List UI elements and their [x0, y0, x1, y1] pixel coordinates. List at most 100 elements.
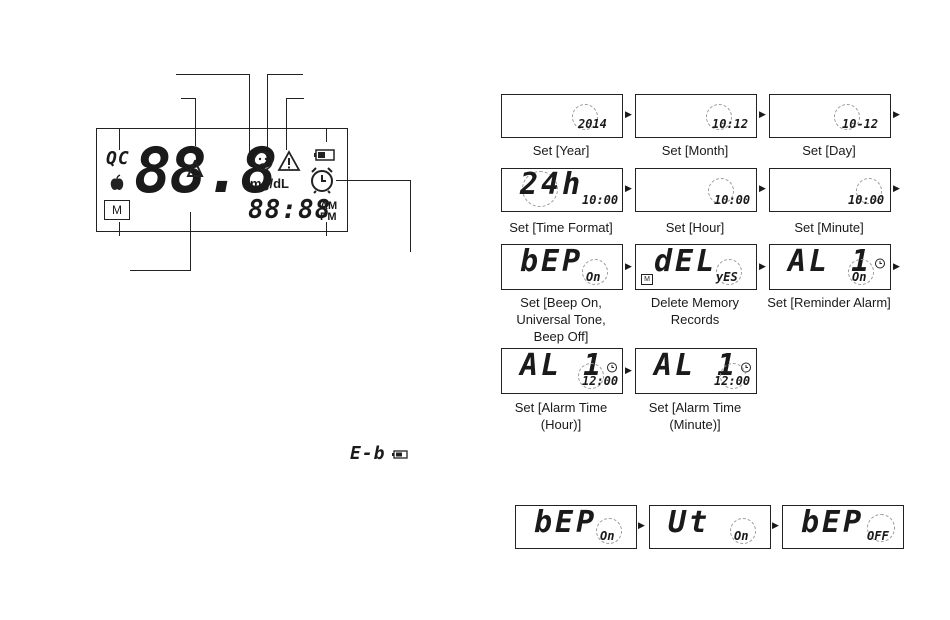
step-sub-text: 12:00 [714, 374, 751, 388]
apple-icon [110, 174, 124, 190]
leader-line [286, 98, 304, 99]
flash-indicator [706, 104, 732, 130]
leader-line [130, 270, 190, 271]
step-display: 24h 10:00 [501, 167, 623, 212]
alarm-clock-icon [875, 258, 885, 269]
step-caption: Set [Reminder Alarm] [767, 295, 891, 310]
arrow-right-icon: ▶ [772, 520, 779, 530]
leader-line [286, 98, 287, 150]
leader-line [326, 128, 327, 142]
step-sub-text: 2014 [578, 117, 607, 131]
alarm-clock-icon [311, 167, 333, 194]
leader-line [410, 180, 411, 252]
step-caption: Set [Alarm Time (Minute)] [630, 399, 760, 433]
step-caption: Set [Hour] [665, 220, 725, 235]
time-digits: 88:88 [248, 195, 332, 225]
step-caption: Set [Day] [802, 143, 856, 158]
arrow-right-icon: ▶ [625, 109, 632, 119]
alarm-clock-icon [607, 362, 617, 373]
step-sub-text: 10:00 [582, 193, 619, 207]
step-display: AL 1 12:00 [635, 348, 757, 394]
leader-line [267, 74, 303, 75]
step-display: dEL M yES [635, 244, 757, 290]
arrow-right-icon: ▶ [759, 261, 766, 271]
arrow-right-icon: ▶ [893, 183, 900, 193]
step-sub-text: 10:12 [712, 117, 749, 131]
step-sub-text: On [852, 270, 867, 284]
step-caption: Delete Memory Records [635, 294, 755, 328]
leader-line [119, 128, 120, 150]
step-caption: Set [Year] [532, 143, 590, 158]
step-caption: Set [Minute] [794, 220, 864, 235]
unit-label: mg/dL [250, 176, 289, 191]
leader-line [195, 98, 196, 146]
caption-line: (Minute)] [669, 417, 721, 432]
beep-display: Ut On [649, 505, 771, 549]
step-display: bEP On [501, 244, 623, 290]
step-caption: Set [Time Format] [509, 220, 613, 235]
step-display: AL 1 On [769, 244, 891, 290]
memory-label: M [112, 203, 122, 217]
beep-main-text: bEP [534, 505, 598, 540]
am-label: AM [320, 200, 338, 212]
pm-label: PM [320, 211, 337, 223]
flash-indicator [848, 259, 874, 285]
caption-line: Delete Memory [650, 295, 740, 310]
leader-line [176, 74, 250, 75]
arrow-right-icon: ▶ [759, 183, 766, 193]
caption-line: (Hour)] [540, 417, 582, 432]
battery-icon [392, 450, 408, 459]
glucose-digits: 88.8 [134, 134, 277, 207]
step-sub-text: On [586, 270, 601, 284]
qc-indicator: QC [106, 148, 130, 169]
caption-line: Set [Alarm Time [514, 400, 608, 415]
beep-display: bEP On [515, 505, 637, 549]
flash-indicator [856, 178, 882, 204]
step-display: 10-12 [769, 94, 891, 138]
caption-line: Set [Alarm Time [648, 400, 742, 415]
flash-indicator [720, 363, 746, 389]
step-sub-text: yES [716, 270, 738, 284]
arrow-right-icon: ▶ [638, 520, 645, 530]
flash-indicator [572, 104, 598, 130]
caption-line: Set [Beep On, [520, 295, 602, 310]
memory-icon: M [641, 274, 653, 285]
arrow-right-icon: ▶ [625, 183, 632, 193]
step-sub-text: 12:00 [582, 374, 619, 388]
battery-icon [314, 149, 335, 161]
flash-indicator [867, 514, 895, 542]
flash-indicator [716, 259, 742, 285]
flash-indicator [578, 363, 604, 389]
step-sub-text: 10:00 [848, 193, 885, 207]
flash-indicator [834, 104, 860, 130]
step-display: AL 1 12:00 [501, 348, 623, 394]
step-main-text: bEP [520, 244, 584, 279]
step-sub-text: 10:00 [714, 193, 751, 207]
arrow-right-icon: ▶ [625, 261, 632, 271]
step-caption: Set [Alarm Time (Hour)] [496, 399, 626, 433]
flash-indicator [708, 178, 734, 204]
arrow-right-icon: ▶ [893, 261, 900, 271]
flash-indicator [596, 518, 622, 544]
leader-line [267, 74, 268, 148]
flash-indicator [582, 259, 608, 285]
drop-icon [186, 160, 204, 177]
leader-line [336, 180, 410, 181]
memory-icon: M [104, 200, 130, 220]
arrow-right-icon: ▶ [625, 365, 632, 375]
step-display: 10:12 [635, 94, 757, 138]
beep-sub-text: On [600, 529, 615, 543]
caption-line: Records [670, 312, 720, 327]
flash-indicator [730, 518, 756, 544]
lcd-frame [96, 128, 348, 232]
step-display: 10:00 [769, 168, 891, 212]
step-caption: Set [Beep On, Universal Tone, Beep Off] [496, 294, 626, 345]
beep-sub-text: OFF [867, 529, 889, 543]
leader-line [119, 222, 120, 236]
arrow-right-icon: ▶ [893, 109, 900, 119]
memory-label: M [644, 276, 650, 283]
flash-indicator [522, 171, 558, 207]
step-display: 2014 [501, 94, 623, 138]
caption-line: Beep Off] [533, 329, 589, 344]
beep-sub-text: On [734, 529, 749, 543]
